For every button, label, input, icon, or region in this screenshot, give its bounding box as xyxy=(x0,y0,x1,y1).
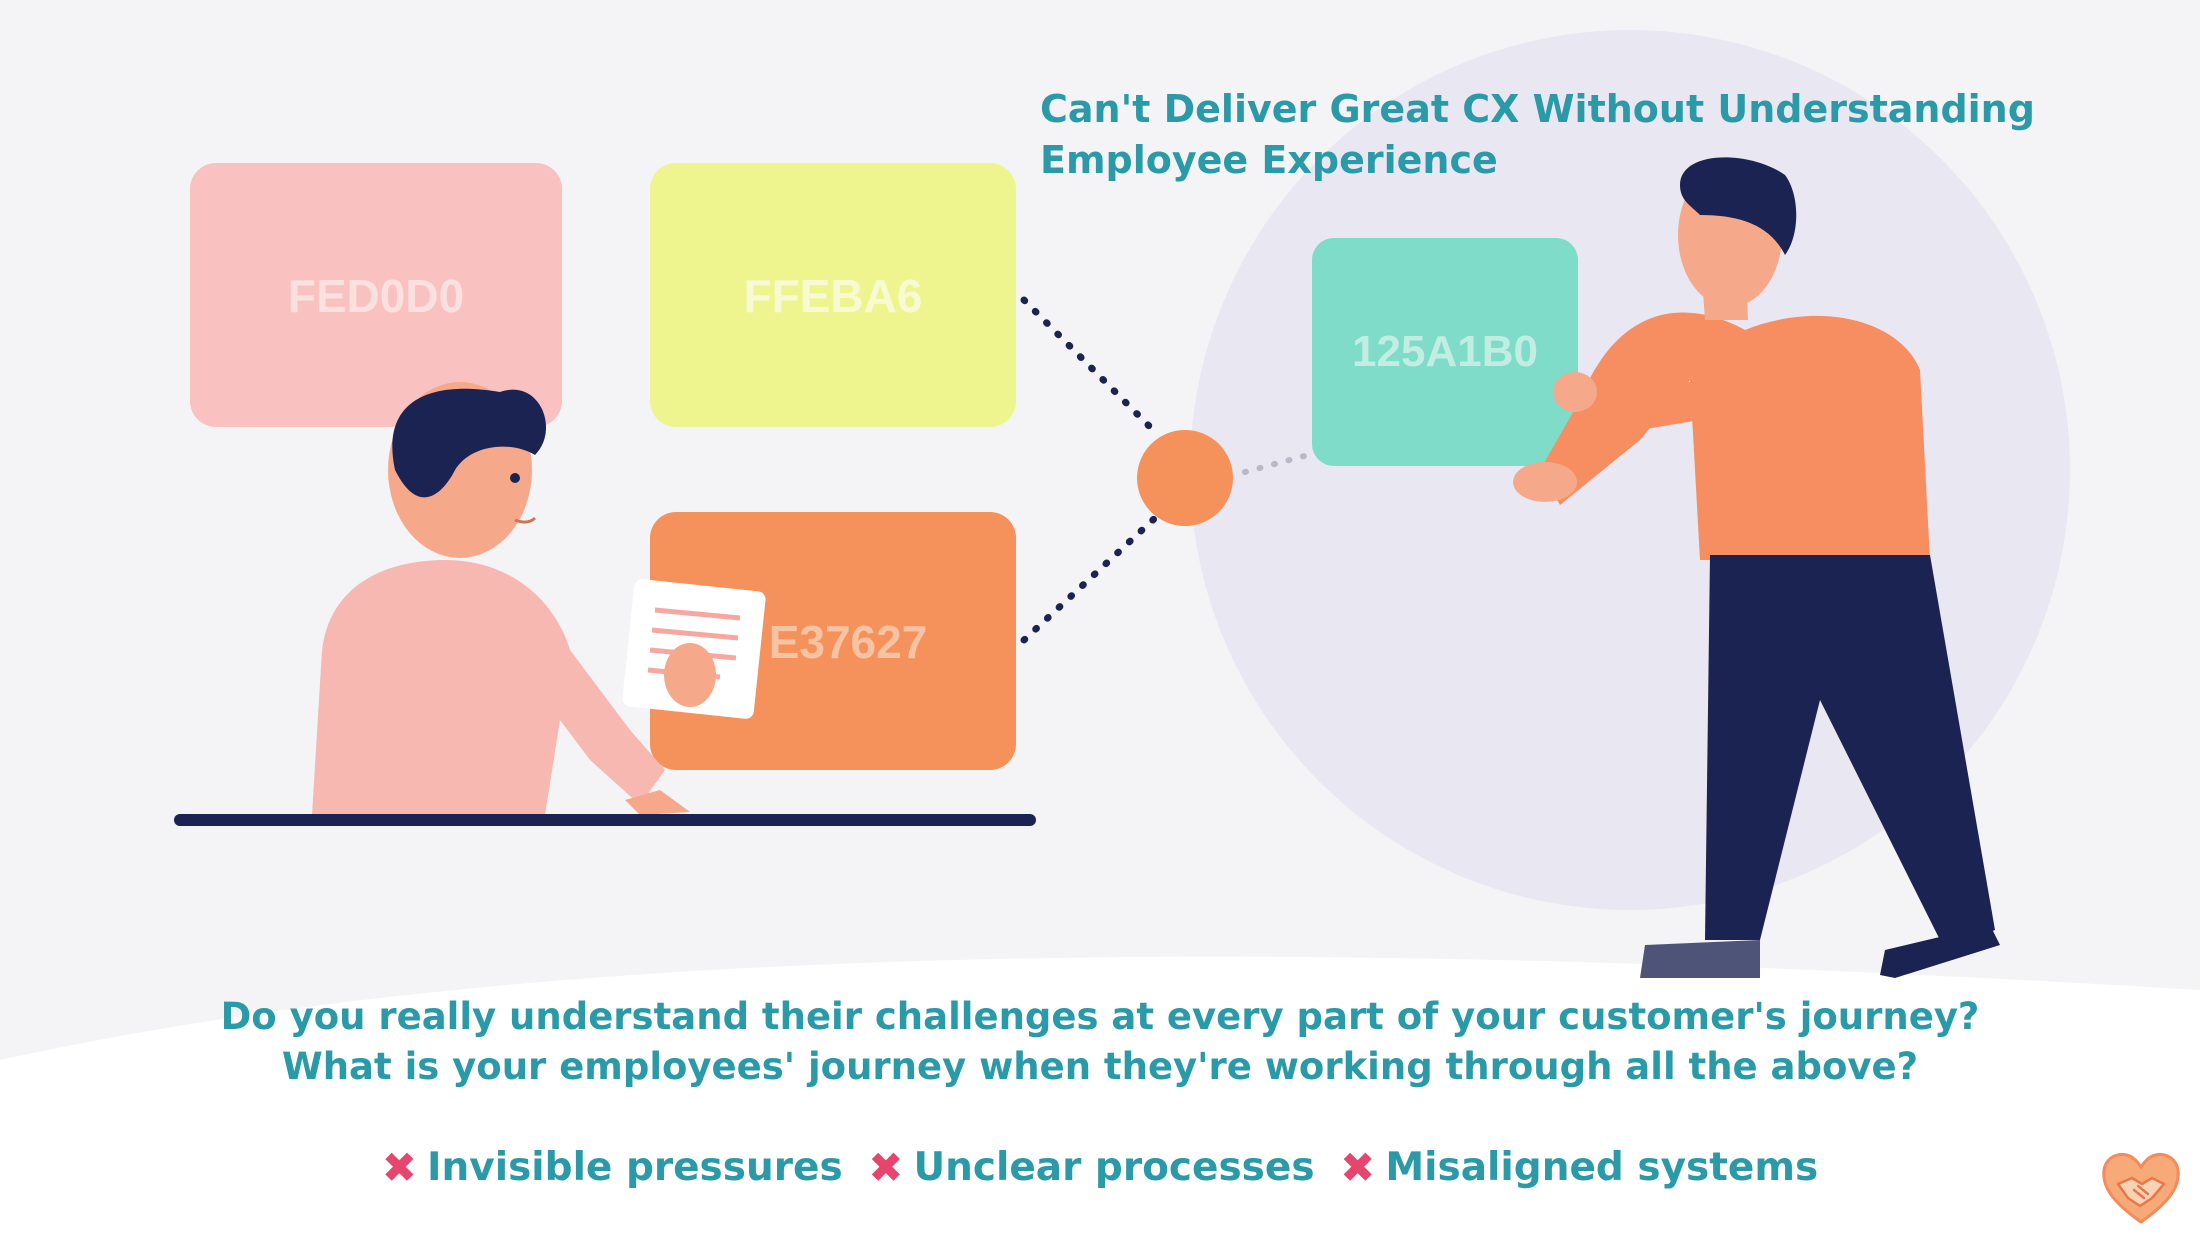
cross-mark-icon: ✖ xyxy=(868,1143,904,1192)
headline: Can't Deliver Great CX Without Understan… xyxy=(1040,84,2040,186)
cross-mark-icon: ✖ xyxy=(381,1143,417,1192)
headline-line-1: Can't Deliver Great CX Without Understan… xyxy=(1040,87,2035,131)
pain-point: ✖Misaligned systems xyxy=(1340,1140,1818,1196)
connector-top xyxy=(1020,296,1159,436)
standing-person xyxy=(1513,157,2000,978)
connector-bottom xyxy=(1020,514,1159,644)
bottom-wave xyxy=(0,956,2200,1238)
questions: Do you really understand their challenge… xyxy=(0,992,2200,1092)
card-ffeba6 xyxy=(650,163,1016,427)
card-fed0d0 xyxy=(190,163,562,427)
pain-point-label: Invisible pressures xyxy=(427,1145,843,1190)
seated-person xyxy=(312,382,766,815)
card-125a1b0 xyxy=(1312,238,1578,466)
card-e37627-label: E37627 xyxy=(769,616,928,668)
card-125a1b0-label: 125A1B0 xyxy=(1352,327,1538,376)
handshake-heart-icon xyxy=(2102,1153,2180,1224)
pain-point: ✖Unclear processes xyxy=(868,1140,1314,1196)
pain-point-label: Misaligned systems xyxy=(1385,1145,1819,1190)
headline-line-2: Employee Experience xyxy=(1040,138,1498,182)
pain-point: ✖Invisible pressures xyxy=(382,1140,843,1196)
card-ffeba6-label: FFEBA6 xyxy=(744,270,923,322)
pain-point-label: Unclear processes xyxy=(913,1145,1315,1190)
question-line-1: Do you really understand their challenge… xyxy=(220,995,1980,1038)
pain-points: ✖Invisible pressures ✖Unclear processes … xyxy=(0,1140,2200,1196)
connector-node xyxy=(1137,430,1233,526)
question-line-2: What is your employees' journey when the… xyxy=(281,1045,1919,1088)
connector-right xyxy=(1242,452,1311,475)
card-fed0d0-label: FED0D0 xyxy=(288,270,464,322)
cross-mark-icon: ✖ xyxy=(1340,1143,1376,1192)
